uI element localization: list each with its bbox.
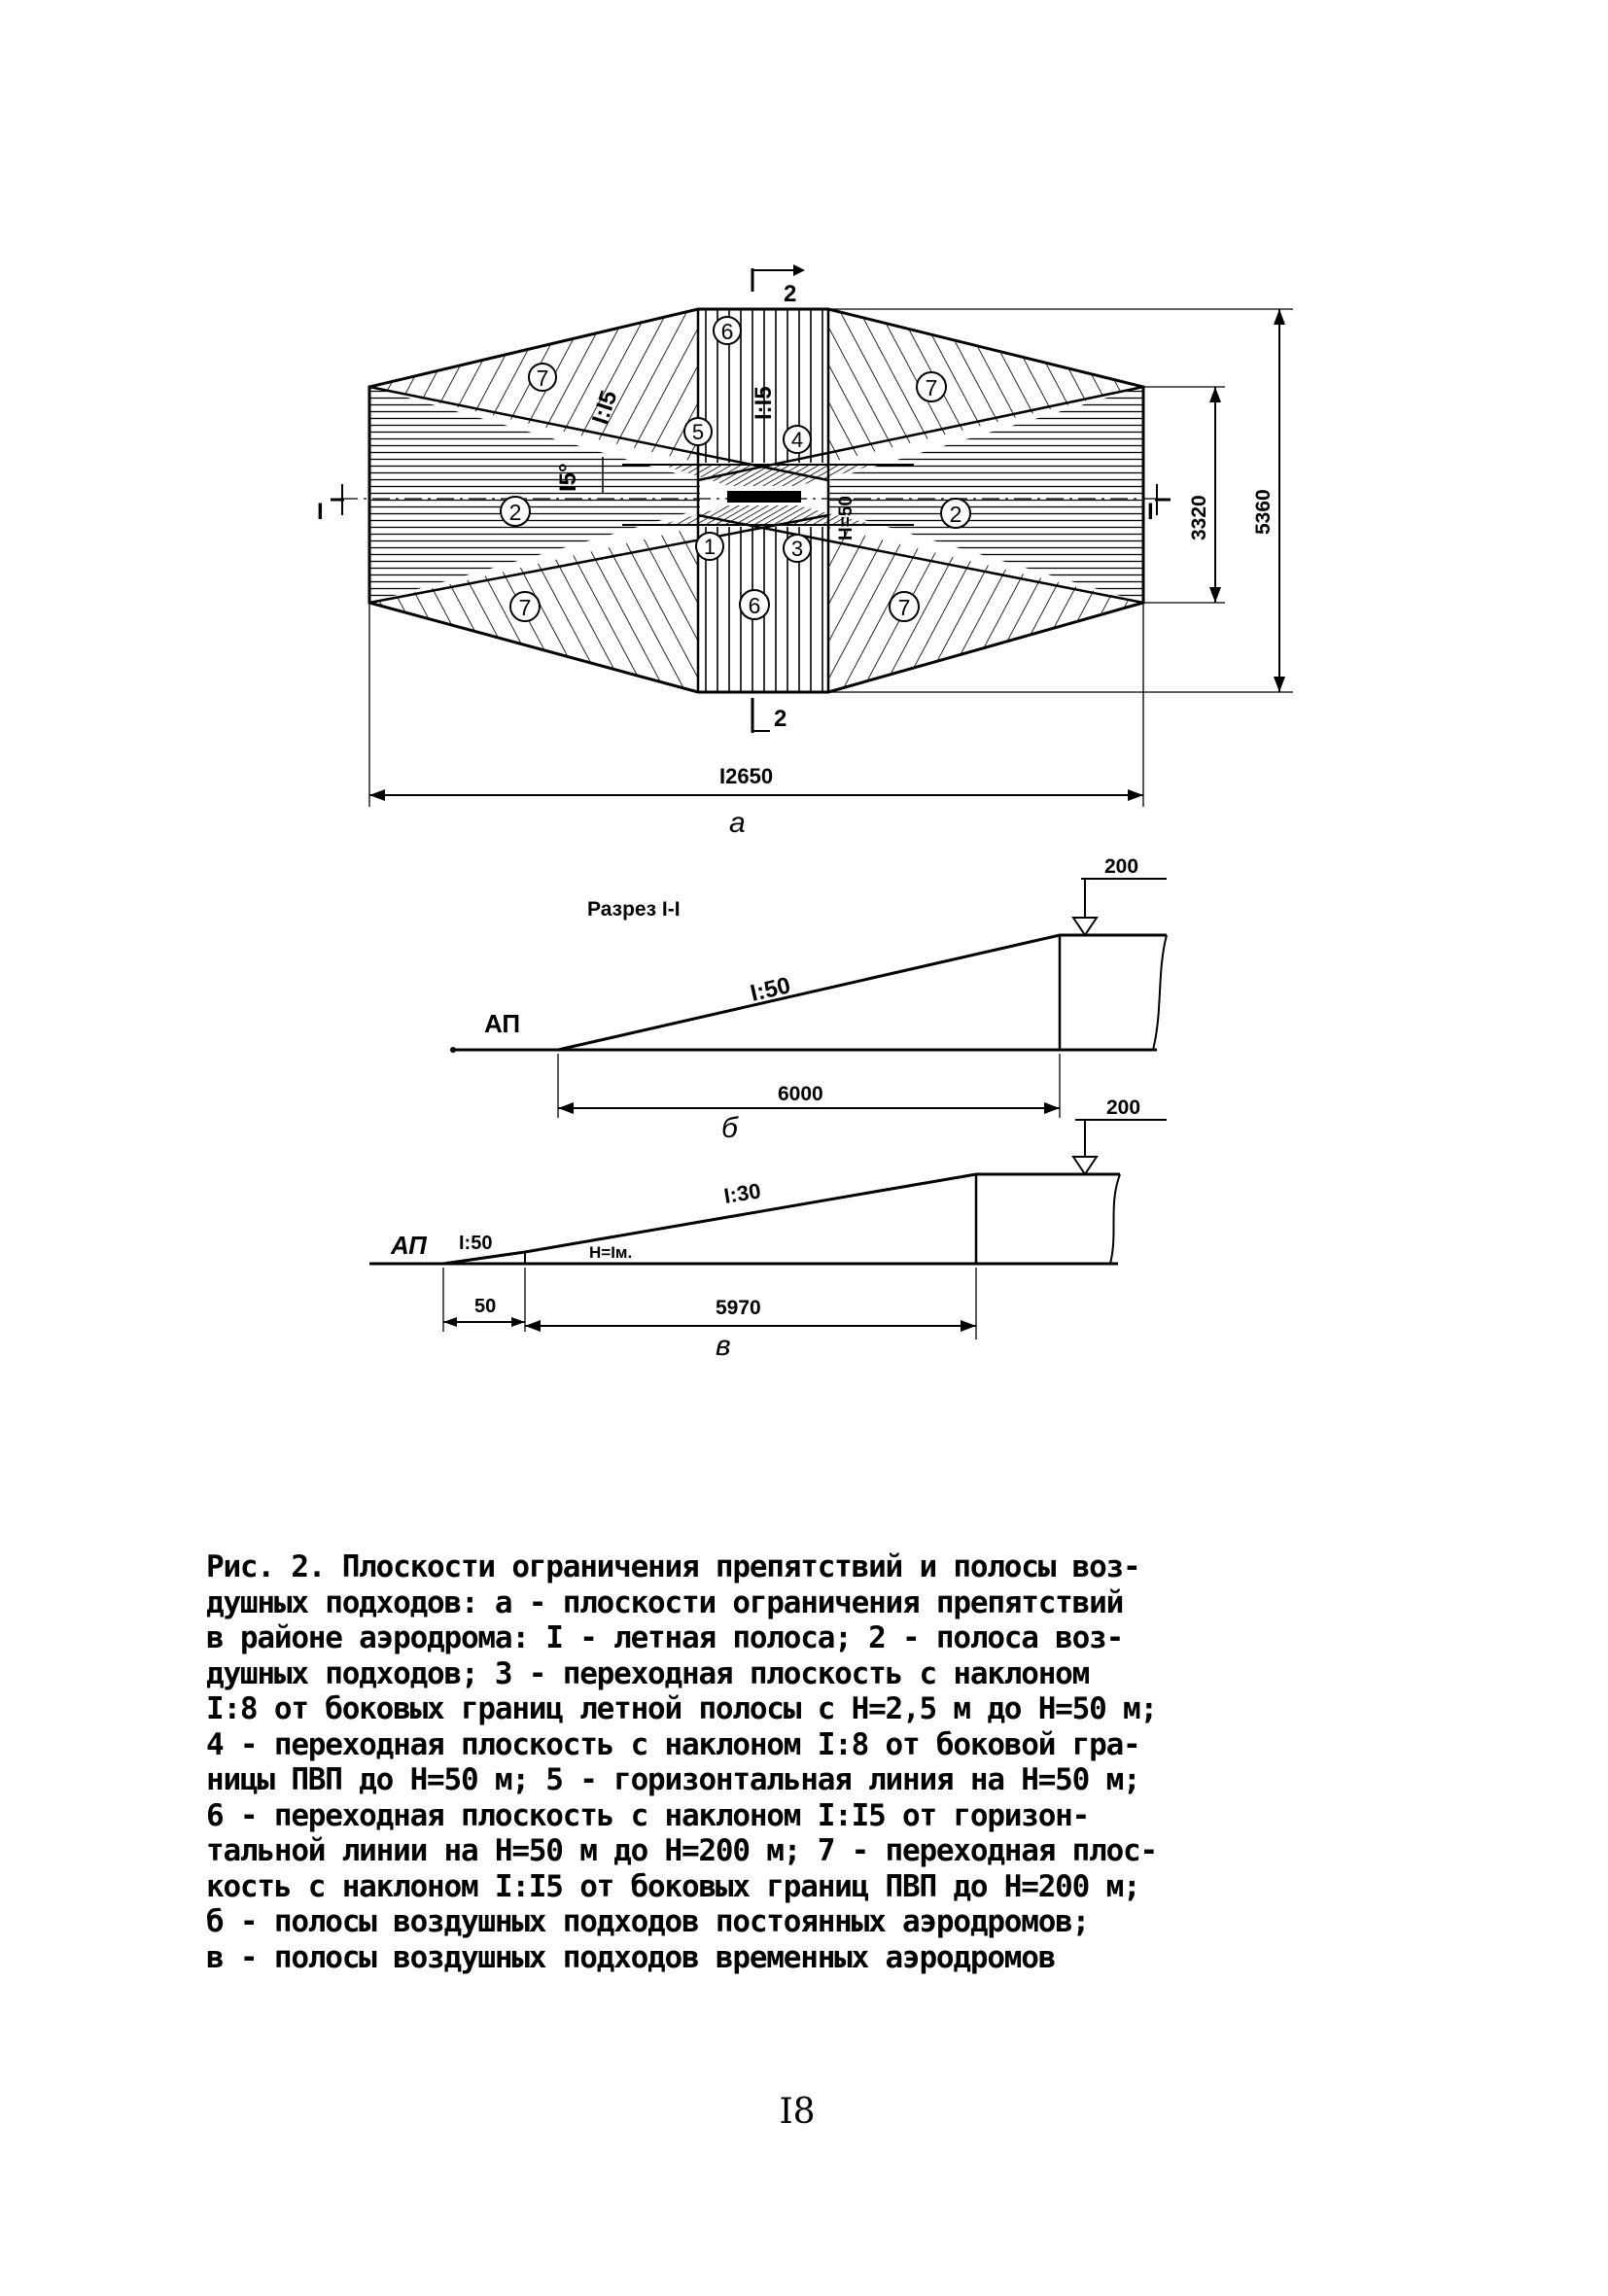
caption-line: I:8 от боковых границ летной полосы с Н=…	[206, 1691, 1158, 1726]
section-mark-top: 2	[751, 264, 805, 307]
section-mark-right: I	[1147, 484, 1171, 525]
section-mark-bottom: 2	[751, 698, 787, 733]
zone-label-4: 4	[783, 425, 812, 454]
svg-text:5: 5	[692, 420, 704, 444]
zone-label-2-right: 2	[940, 498, 971, 529]
figure-a-caption: а	[729, 807, 746, 839]
svg-text:2: 2	[950, 502, 962, 527]
slope-low-label: I:50	[459, 1233, 492, 1254]
h-label: Н=Iм.	[589, 1243, 632, 1262]
svg-text:6: 6	[721, 319, 734, 344]
caption-line: в районе аэродрома: I - летная полоса; 2…	[206, 1620, 1124, 1655]
figure-b-caption: б	[721, 1112, 739, 1144]
svg-text:200: 200	[1104, 855, 1138, 878]
dim-length-b: 6000	[557, 1054, 1061, 1118]
svg-text:2: 2	[509, 500, 522, 525]
svg-text:3: 3	[791, 537, 803, 561]
svg-text:4: 4	[791, 428, 803, 452]
svg-text:200: 200	[1106, 1096, 1140, 1119]
caption-line: душных подходов; 3 - переходная плоскост…	[206, 1655, 1090, 1691]
figure-c-section: АП I:50 I:30 Н=Iм. 200 50 5970	[369, 1096, 1167, 1362]
caption-line: 6 - переходная плоскость с наклоном I:I5…	[206, 1797, 1090, 1833]
zone-label-5: 5	[683, 417, 713, 446]
svg-text:I2650: I2650	[719, 764, 773, 788]
figure-caption: Рис. 2. Плоскости ограничения препятстви…	[206, 1549, 1412, 1975]
zone-label-1: 1	[695, 532, 724, 561]
zone-label-7-br: 7	[889, 591, 920, 622]
zone-7-bottom-right	[828, 527, 1143, 692]
ap-label-c: АП	[390, 1231, 428, 1260]
ap-label-b: АП	[484, 1009, 520, 1038]
slope-profile-b	[557, 933, 1167, 1052]
angle-label: I5°	[555, 463, 581, 492]
svg-text:1: 1	[704, 535, 716, 559]
slope-label-b: I:50	[748, 972, 792, 1007]
caption-line: ницы ПВП до Н=50 м; 5 - горизонтальная л…	[206, 1762, 1141, 1797]
page-number: I8	[779, 2092, 816, 2132]
slope-high-label: I:30	[722, 1178, 762, 1208]
runway-strip	[727, 491, 801, 503]
dim-short-c: 50	[442, 1268, 526, 1332]
caption-line: Рис. 2. Плоскости ограничения препятстви…	[206, 1549, 1141, 1584]
svg-text:2: 2	[784, 281, 796, 307]
caption-line: в - полосы воздушных подходов временных …	[206, 1939, 1056, 1975]
caption-line: душных подходов: а - плоскости ограничен…	[206, 1584, 1124, 1620]
caption-line: 4 - переходная плоскость с наклоном I:8 …	[206, 1726, 1141, 1762]
zones-1-3-area	[661, 505, 875, 525]
zones-4-5-area	[661, 465, 875, 486]
figure-b-section: Разрез I-I АП I:50 200 6000 б	[450, 855, 1168, 1144]
svg-text:3320: 3320	[1188, 495, 1210, 540]
zone-2-left	[369, 387, 700, 603]
svg-text:I: I	[317, 499, 324, 525]
svg-text:7: 7	[537, 365, 549, 391]
dim-inner-width: 3320	[1143, 386, 1225, 604]
slope-profile-c	[442, 1172, 1120, 1266]
svg-text:7: 7	[519, 595, 532, 620]
height-label: Н=50	[836, 496, 856, 540]
zone-label-6-bottom: 6	[739, 589, 770, 620]
figure-c-caption: в	[716, 1330, 731, 1362]
caption-line: тальной линии на Н=50 м до Н=200 м; 7 - …	[206, 1833, 1158, 1868]
elevation-mark-b: 200	[1071, 855, 1167, 937]
svg-text:6: 6	[749, 593, 761, 618]
zone-label-7-tr: 7	[916, 371, 947, 402]
svg-text:7: 7	[926, 375, 938, 400]
zone-label-2-left: 2	[500, 496, 531, 527]
figure-a-plan: 6 7 7 5 4 2 2 1	[317, 264, 1293, 839]
dim-long-c: 5970	[525, 1268, 977, 1339]
svg-text:7: 7	[898, 595, 911, 620]
zone-label-7-bl: 7	[509, 591, 541, 622]
zone-label-3: 3	[783, 534, 812, 563]
section-mark-left: I	[317, 484, 344, 525]
caption-line: б - полосы воздушных подходов постоянных…	[206, 1904, 1090, 1939]
svg-text:6000: 6000	[778, 1083, 823, 1105]
dim-total-width: 5360	[828, 308, 1293, 693]
svg-text:2: 2	[774, 706, 787, 732]
svg-text:I: I	[1147, 499, 1154, 525]
zone-7-top-right	[828, 309, 1143, 463]
svg-text:5970: 5970	[716, 1297, 761, 1319]
slope-label-center: I:I5	[751, 386, 777, 420]
zone-label-6-top: 6	[713, 316, 742, 345]
zone-2-right	[828, 387, 1143, 603]
svg-text:5360: 5360	[1252, 489, 1275, 535]
section-title: Разрез I-I	[587, 898, 681, 921]
dim-total-length: I2650	[368, 603, 1144, 807]
svg-text:50: 50	[474, 1296, 496, 1317]
elevation-mark-c: 200	[1071, 1096, 1167, 1176]
caption-line: кость с наклоном I:I5 от боковых границ …	[206, 1868, 1141, 1904]
zone-label-7-tl: 7	[528, 363, 557, 392]
